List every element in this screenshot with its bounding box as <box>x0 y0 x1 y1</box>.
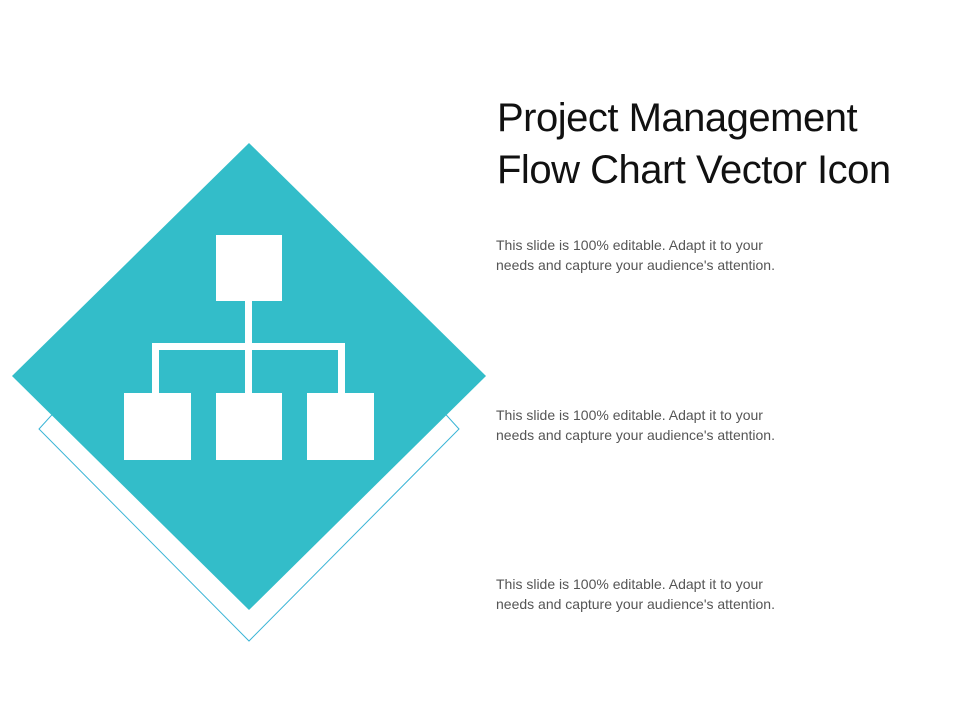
org-chart-icon <box>124 235 374 460</box>
org-chart-top-box <box>216 235 282 301</box>
text-block-line: This slide is 100% editable. Adapt it to… <box>496 576 763 592</box>
org-chart-connector <box>152 343 159 394</box>
text-block-line: needs and capture your audience's attent… <box>496 257 775 273</box>
text-block-line: needs and capture your audience's attent… <box>496 427 775 443</box>
slide-title-line-1: Project Management <box>497 96 858 140</box>
slide-title: Project Management Flow Chart Vector Ico… <box>497 92 947 196</box>
text-block-line: This slide is 100% editable. Adapt it to… <box>496 407 763 423</box>
text-block-line: This slide is 100% editable. Adapt it to… <box>496 237 763 253</box>
org-chart-connector <box>338 343 345 394</box>
org-chart-diamond-graphic <box>12 143 486 642</box>
slide-title-line-2: Flow Chart Vector Icon <box>497 148 891 192</box>
text-block-1: This slide is 100% editable. Adapt it to… <box>496 235 896 275</box>
org-chart-connector <box>152 343 345 350</box>
text-block-line: needs and capture your audience's attent… <box>496 596 775 612</box>
org-chart-bottom-box-middle <box>216 393 282 460</box>
text-block-3: This slide is 100% editable. Adapt it to… <box>496 574 896 614</box>
text-block-2: This slide is 100% editable. Adapt it to… <box>496 405 896 445</box>
org-chart-bottom-box-right <box>307 393 374 460</box>
org-chart-bottom-box-left <box>124 393 191 460</box>
